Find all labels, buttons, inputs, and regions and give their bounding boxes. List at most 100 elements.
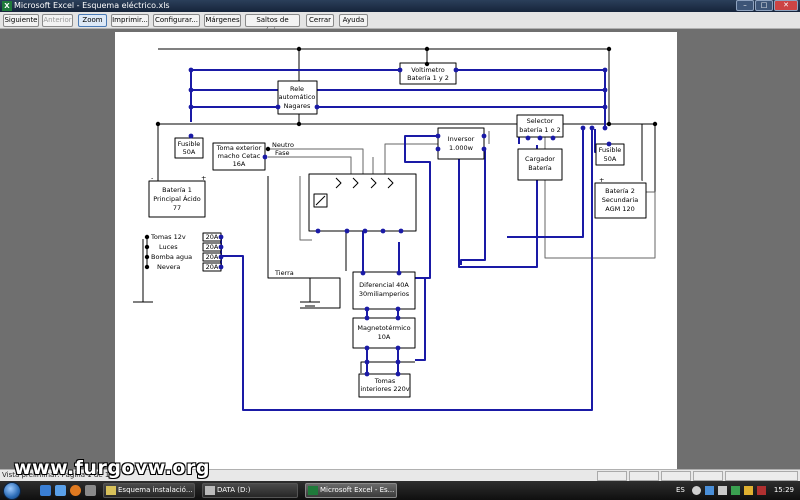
task-label: Microsoft Excel - Es... <box>320 486 395 494</box>
wire-blue-selector-left <box>458 145 538 268</box>
node <box>218 234 224 240</box>
magnetotermico-box <box>352 317 416 349</box>
relay-contact-1 <box>335 177 342 189</box>
wire-gray-neutro <box>268 148 364 174</box>
tray-arrow-icon[interactable] <box>692 486 701 495</box>
clock[interactable]: 15:29 <box>773 486 794 494</box>
margins-button[interactable]: Márgenes <box>204 14 241 27</box>
wire-gray-bat2 <box>544 131 656 259</box>
cargador-label-2: Batería <box>528 164 551 172</box>
bateria1-label-1: Batería 1 <box>162 186 192 194</box>
node-black <box>265 146 271 152</box>
preview-viewport[interactable]: Voltimetro Batería 1 y 2 Rele automático… <box>0 29 800 469</box>
volume-icon[interactable] <box>718 486 727 495</box>
rele-box <box>277 80 318 115</box>
minimize-button[interactable]: – <box>736 0 754 11</box>
language-indicator[interactable]: ES <box>676 486 685 494</box>
print-preview-toolbar: Siguiente Anterior Zoom Imprimir... Conf… <box>0 12 800 35</box>
title-bar: X Microsoft Excel - Esquema eléctrico.xl… <box>0 0 800 12</box>
node-black <box>144 264 150 270</box>
node <box>380 228 386 234</box>
quicklaunch-icon[interactable] <box>85 485 96 496</box>
status-panel-4 <box>693 471 723 481</box>
node <box>589 125 595 131</box>
switch-windows-icon[interactable] <box>55 485 66 496</box>
node <box>364 315 370 321</box>
previous-page-button[interactable]: Anterior <box>42 14 73 27</box>
node <box>525 135 531 141</box>
magnetotermico-label-1: Magnetotérmico <box>357 324 410 332</box>
network-icon[interactable] <box>705 486 714 495</box>
node <box>602 125 608 131</box>
fusible2-label-2: 50A <box>604 155 617 163</box>
bat1-minus: - <box>151 174 154 182</box>
wire-blue-inversor-left <box>404 135 440 279</box>
zoom-button[interactable]: Zoom <box>78 14 107 27</box>
page-break-button[interactable]: Saltos de página <box>245 14 300 35</box>
help-button[interactable]: Ayuda <box>339 14 368 27</box>
voltimetro-label-2: Batería 1 y 2 <box>407 74 449 82</box>
security-icon[interactable] <box>731 486 740 495</box>
node <box>435 133 441 139</box>
node <box>606 141 612 147</box>
cargador-label-1: Cargador <box>525 155 555 163</box>
neutro-label: Neutro <box>272 141 294 149</box>
power-icon[interactable] <box>744 486 753 495</box>
node <box>537 135 543 141</box>
node <box>262 154 268 160</box>
start-button[interactable] <box>3 482 21 500</box>
node <box>395 345 401 351</box>
show-desktop-icon[interactable] <box>40 485 51 496</box>
next-page-button[interactable]: Siguiente <box>3 14 39 27</box>
rele-label-3: Nagares <box>284 102 311 110</box>
wire-blue-bat2-2 <box>507 129 584 238</box>
print-button[interactable]: Imprimir... <box>111 14 149 27</box>
bateria2-label-3: AGM 120 <box>605 205 634 213</box>
diferencial-label-1: Diferencial 40A <box>359 281 409 289</box>
node-black <box>606 46 612 52</box>
node-black <box>652 121 658 127</box>
tomas-interiores-box <box>358 373 411 398</box>
bat2-minus: - <box>641 176 644 184</box>
excel-icon: X <box>2 1 12 11</box>
node <box>188 104 194 110</box>
relay-contact-4 <box>387 177 394 189</box>
node <box>398 228 404 234</box>
close-preview-button[interactable]: Cerrar <box>306 14 334 27</box>
system-tray: ES 15:29 <box>672 481 800 500</box>
firefox-icon[interactable] <box>70 485 81 496</box>
fusible1-label-1: Fusible <box>178 140 201 148</box>
task-data-drive[interactable]: DATA (D:) <box>202 483 298 498</box>
bateria1-box <box>148 180 206 218</box>
node <box>314 104 320 110</box>
maximize-button[interactable]: □ <box>755 0 773 11</box>
status-panel-5 <box>725 471 798 481</box>
node <box>481 146 487 152</box>
wiring-diagram: Voltimetro Batería 1 y 2 Rele automático… <box>133 46 658 411</box>
status-text: Vista preliminar: Página 1 de 1 <box>2 471 110 479</box>
selector-label-2: batería 1 o 2 <box>519 126 561 134</box>
setup-button[interactable]: Configurar... <box>153 14 200 27</box>
wire-black-tierra <box>267 176 341 309</box>
tray-app-icon[interactable] <box>757 486 766 495</box>
inversor-box <box>437 127 485 160</box>
cargador-box <box>517 148 563 181</box>
bateria2-box <box>594 182 647 219</box>
node <box>550 135 556 141</box>
excel-icon <box>308 486 318 495</box>
fuse-rating-4: 20A <box>206 263 219 271</box>
task-esquema[interactable]: Esquema instalació... <box>103 483 195 498</box>
node-black <box>144 234 150 240</box>
wire-gray-relay-left <box>299 176 312 241</box>
toma-exterior-label-1: Toma exterior <box>216 144 262 152</box>
node <box>218 244 224 250</box>
node <box>453 67 459 73</box>
close-window-button[interactable]: ✕ <box>774 0 798 11</box>
diferencial-label-2: 30miliamperios <box>359 290 410 298</box>
node-black <box>424 46 430 52</box>
task-excel[interactable]: Microsoft Excel - Es... <box>305 483 397 498</box>
fase-label: Fase <box>275 149 290 157</box>
circuit-label-luces: Luces <box>159 243 178 251</box>
node <box>188 87 194 93</box>
node-black <box>144 254 150 260</box>
